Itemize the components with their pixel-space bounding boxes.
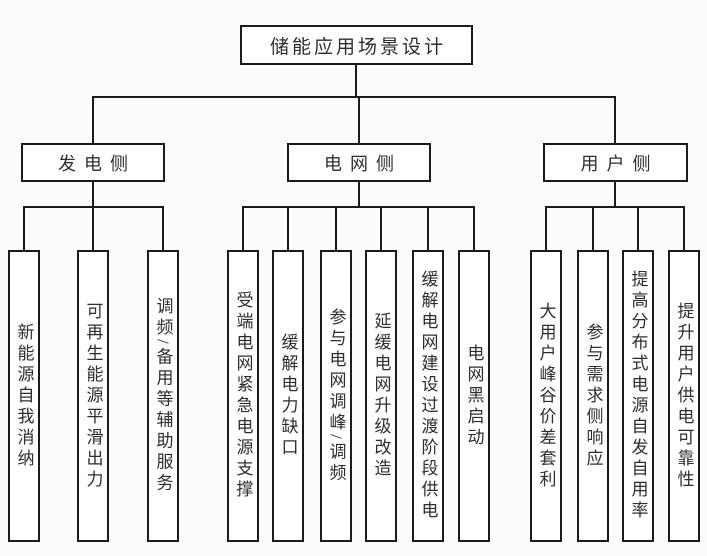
branch-node-label: 电网侧 <box>324 153 402 174</box>
leaf-node-label: 调频/备用等辅助服务 <box>153 297 173 495</box>
connector-leaf-drop <box>335 208 337 250</box>
connector-drop-generation <box>92 98 94 143</box>
connector-drop-user <box>614 98 616 143</box>
leaf-node-label: 大用户峰谷价差套利 <box>536 301 556 491</box>
connector-level1-bus <box>92 96 616 98</box>
connector-leaf-drop <box>683 208 685 250</box>
connector-root-drop <box>355 65 357 97</box>
connector-leaf-drop <box>242 208 244 250</box>
connector-leaf-drop <box>162 208 164 250</box>
leaf-node-renewable-smooth-output: 可再生能源平滑出力 <box>77 250 109 542</box>
leaf-node-label: 参与需求侧响应 <box>583 322 603 470</box>
leaf-node-peak-frequency-regulation: 参与电网调峰/调频 <box>320 250 352 542</box>
leaf-node-distributed-self-use-rate: 提高分布式电源自发自用率 <box>622 250 654 542</box>
connector-branch-drop <box>92 182 94 206</box>
connector-branch-drop <box>358 182 360 206</box>
connector-leaf-drop <box>287 208 289 250</box>
leaf-node-grid-black-start: 电网黑启动 <box>458 250 490 542</box>
leaf-node-label: 新能源自我消纳 <box>14 322 34 470</box>
leaf-node-label: 受端电网紧急电源支撑 <box>233 291 253 501</box>
leaf-node-receiving-grid-emergency-support: 受端电网紧急电源支撑 <box>227 250 259 542</box>
connector-branch-drop <box>614 182 616 206</box>
leaf-node-label: 可再生能源平滑出力 <box>83 301 103 491</box>
connector-leaf-drop <box>473 208 475 250</box>
leaf-node-label: 缓解电力缺口 <box>278 333 298 459</box>
leaf-node-defer-grid-upgrade: 延缓电网升级改造 <box>365 250 397 542</box>
connector-leaf-drop <box>92 208 94 250</box>
branch-node-grid-side: 电网侧 <box>287 143 431 182</box>
leaf-node-label: 参与电网调峰/调频 <box>326 307 346 485</box>
root-node-label: 储能应用场景设计 <box>269 36 446 58</box>
leaf-node-user-supply-reliability: 提升用户供电可靠性 <box>668 250 700 542</box>
leaf-node-label: 提升用户供电可靠性 <box>674 301 694 491</box>
connector-leaf-drop <box>427 208 429 250</box>
leaf-node-label: 电网黑启动 <box>464 343 484 449</box>
connector-leaf-drop <box>637 208 639 250</box>
connector-leaf-drop <box>380 208 382 250</box>
leaf-node-label: 延缓电网升级改造 <box>371 312 391 480</box>
connector-leaf-bus <box>23 206 164 208</box>
branch-node-label: 用户侧 <box>580 153 659 174</box>
branch-node-generation-side: 发电侧 <box>21 143 165 182</box>
connector-leaf-drop <box>545 208 547 250</box>
leaf-node-frequency-reserve-ancillary: 调频/备用等辅助服务 <box>147 250 179 542</box>
connector-drop-grid <box>358 98 360 143</box>
root-node: 储能应用场景设计 <box>240 25 473 65</box>
leaf-node-transition-stage-supply: 缓解电网建设过渡阶段供电 <box>412 250 444 542</box>
leaf-node-relieve-power-gap: 缓解电力缺口 <box>272 250 304 542</box>
leaf-node-label: 缓解电网建设过渡阶段供电 <box>418 270 438 522</box>
leaf-node-demand-side-response: 参与需求侧响应 <box>577 250 609 542</box>
branch-node-label: 发电侧 <box>58 153 136 174</box>
connector-leaf-bus <box>545 206 685 208</box>
branch-node-user-side: 用户侧 <box>543 143 688 182</box>
connector-leaf-drop <box>23 208 25 250</box>
leaf-node-new-energy-self-consumption: 新能源自我消纳 <box>8 250 40 542</box>
leaf-node-label: 提高分布式电源自发自用率 <box>628 270 648 522</box>
leaf-node-peak-valley-arbitrage: 大用户峰谷价差套利 <box>530 250 562 542</box>
connector-leaf-bus <box>242 206 475 208</box>
connector-leaf-drop <box>592 208 594 250</box>
